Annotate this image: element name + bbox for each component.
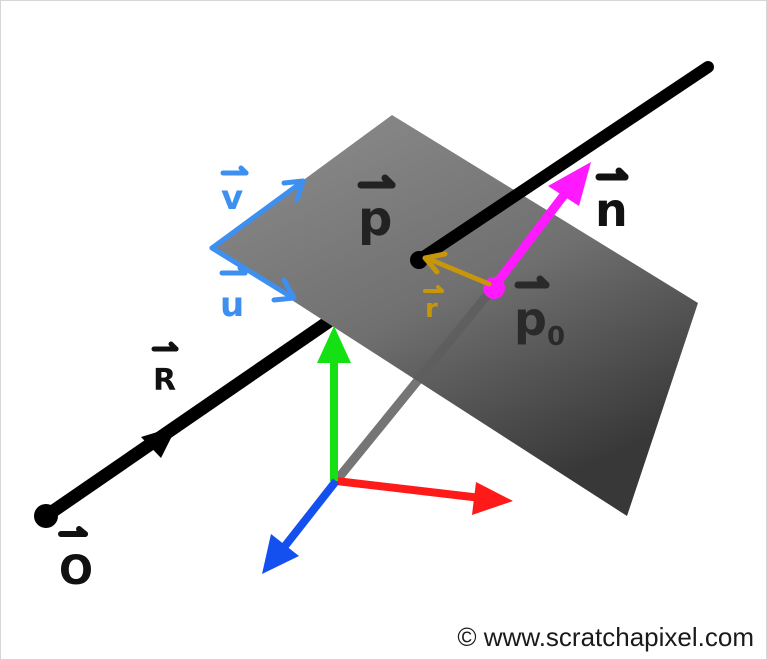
axis-y-arrowhead [317, 326, 351, 363]
plane-basis-vectors [209, 178, 306, 303]
copyright-text: © www.scratchapixel.com [457, 622, 754, 652]
axis-x [335, 477, 482, 502]
label-origin: O [59, 548, 93, 594]
label-v-vector-tick [238, 165, 249, 176]
vector-r [426, 256, 492, 287]
label-r-vector-tick [436, 285, 444, 293]
vector-u-arrowhead [271, 277, 297, 303]
label-vector-r: r [425, 294, 438, 324]
vector-r-arrowhead [422, 251, 448, 275]
label-u-vector-tick [237, 265, 248, 276]
label-point-p: p [358, 191, 392, 247]
origin-point [34, 504, 58, 528]
ray-front-segment [413, 61, 714, 266]
point-p [410, 251, 428, 269]
label-vector-v: v [221, 178, 243, 218]
coordinate-axes [262, 326, 513, 574]
plane [211, 115, 698, 516]
label-origin-vector-tick [76, 526, 88, 537]
label-point-p0-subscript: 0 [547, 322, 565, 352]
normal-vector [488, 186, 572, 293]
label-ray-vector-tick [168, 341, 179, 352]
label-vector-u: u [220, 285, 244, 325]
label-p0-vector-tick [536, 275, 550, 289]
vector-v [209, 179, 305, 251]
label-normal-vector-tick [615, 167, 629, 181]
ray-back-segment [39, 315, 335, 523]
axis-z [281, 478, 340, 549]
origin-to-p0-line [331, 283, 498, 486]
label-point-p0: p0 [514, 292, 565, 352]
axis-x-arrowhead [472, 482, 513, 515]
vector-u [209, 245, 296, 301]
label-p-vector-tick [381, 174, 396, 189]
label-normal: n [595, 183, 628, 237]
ray-direction-arrowhead [141, 426, 177, 458]
vector-v-arrowhead [281, 178, 306, 203]
label-ray: R [153, 363, 176, 398]
axis-z-arrowhead [262, 534, 299, 574]
normal-arrowhead [548, 162, 591, 206]
